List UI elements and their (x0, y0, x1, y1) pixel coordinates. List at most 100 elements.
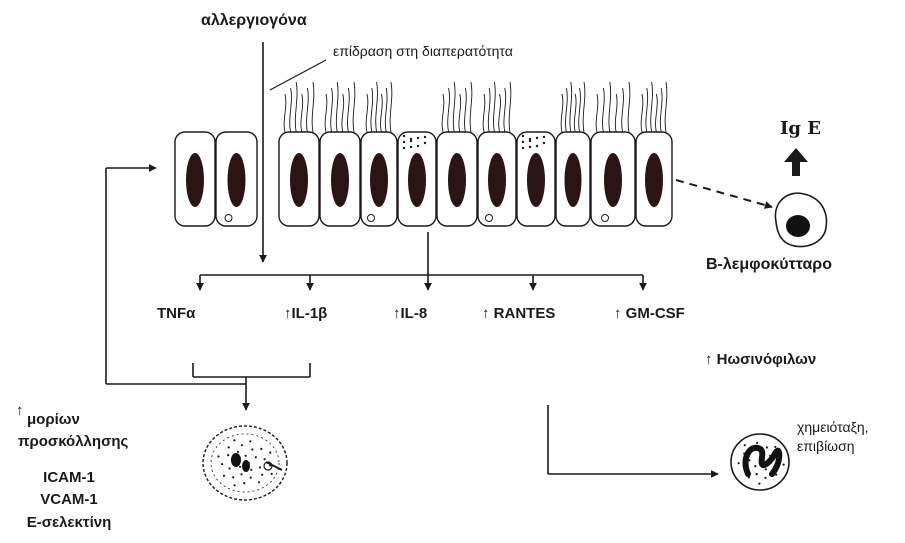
granule (221, 463, 223, 465)
granule (228, 446, 230, 448)
granule (765, 468, 767, 470)
granule (255, 456, 257, 458)
granule (769, 455, 771, 457)
cilium (353, 82, 355, 132)
mucus-granule (522, 135, 524, 137)
mediator-il8: ↑IL-8 (393, 305, 427, 322)
mucus-granule (424, 142, 426, 144)
mucus-granule (417, 145, 419, 147)
epithelial-cell-layer (175, 82, 672, 226)
granule (754, 465, 756, 467)
mucus-granule (403, 141, 405, 143)
cilium (579, 88, 581, 132)
cilium (622, 88, 624, 132)
mucus-granule (522, 147, 524, 149)
granule (744, 467, 746, 469)
granule (250, 469, 252, 471)
cell-nucleus (370, 153, 388, 207)
cilium (459, 94, 461, 132)
cilium (348, 88, 350, 132)
permeability-label: επίδραση στη διαπερατότητα (333, 43, 513, 59)
cilium (295, 82, 297, 132)
mucus-granule (410, 146, 412, 148)
cell-nucleus (331, 153, 349, 207)
eosinophil-path-arrow (548, 405, 718, 474)
granule (752, 449, 754, 451)
cilium (509, 82, 511, 132)
cilium (574, 94, 576, 132)
cell-nucleus (186, 153, 204, 207)
cilium (301, 94, 303, 132)
granule (240, 473, 242, 475)
granule (228, 467, 230, 469)
cilium (331, 88, 333, 132)
cell-nucleus (408, 153, 426, 207)
cilium (483, 94, 485, 132)
eosinophil-effect-line1: χημειόταξη, (797, 419, 869, 435)
cilium (494, 82, 496, 132)
mucus-granule (543, 142, 545, 144)
adhesion-up-arrow: ↑ (16, 402, 24, 419)
mucus-granule (403, 135, 405, 137)
granule (743, 452, 745, 454)
b-cell-label: Β-λεμφοκύτταρο (706, 256, 832, 274)
cilium (470, 82, 472, 132)
cilium (390, 82, 392, 132)
granule (777, 457, 779, 459)
mucus-granule (529, 146, 531, 148)
cilium (628, 82, 630, 132)
cilium (442, 94, 444, 132)
cilium (448, 88, 450, 132)
cilium (656, 94, 658, 132)
adhesion-line2: προσκόλλησης (18, 433, 128, 450)
granule (269, 464, 271, 466)
mediator-il1b: ↑IL-1β (284, 305, 327, 322)
cilium (603, 88, 605, 132)
cilium (499, 94, 501, 132)
adhesion-molecule-vcam1: VCAM-1 (34, 491, 104, 508)
cilium (284, 94, 286, 132)
cilium (596, 94, 598, 132)
adhesion-line1: μορίων (27, 411, 80, 428)
granule (239, 466, 241, 468)
adhesion-molecule-eselectin: Ε-σελεκτίνη (10, 514, 128, 531)
cilium (307, 88, 309, 132)
granule (269, 452, 271, 454)
granule (249, 440, 251, 442)
cilium (371, 88, 373, 132)
mucus-granule (522, 141, 524, 143)
cilium (465, 88, 467, 132)
eosinophil-effect-line2: επιβίωση (797, 438, 855, 454)
mucus-granule (424, 136, 426, 138)
granule (756, 442, 758, 444)
cilium (660, 88, 662, 132)
mediator-tnfa: TNFα (157, 305, 195, 322)
granule (233, 460, 235, 462)
mucus-granule (417, 137, 419, 139)
permeability-pointer (270, 60, 326, 90)
cilium (290, 88, 292, 132)
granule (756, 473, 758, 475)
granule (258, 481, 260, 483)
mediator-gmcsf: ↑ GM-CSF (614, 305, 685, 322)
cilium (381, 94, 383, 132)
granule (251, 448, 253, 450)
mucus-granule (529, 138, 531, 140)
granule (748, 476, 750, 478)
b-lymphocyte (775, 193, 826, 246)
granule (774, 446, 776, 448)
granule (234, 484, 236, 486)
cell-nucleus (488, 153, 506, 207)
mucus-granule (410, 138, 412, 140)
ige-up-arrow (784, 148, 808, 176)
granule (233, 439, 235, 441)
granule (758, 483, 760, 485)
cell-nucleus (645, 153, 663, 207)
cilium (336, 82, 338, 132)
cilium (376, 82, 378, 132)
cytokine-bracket (193, 363, 310, 410)
cilium (385, 88, 387, 132)
cell-nucleus (527, 153, 545, 207)
mediator-distribution-lines (200, 232, 643, 290)
